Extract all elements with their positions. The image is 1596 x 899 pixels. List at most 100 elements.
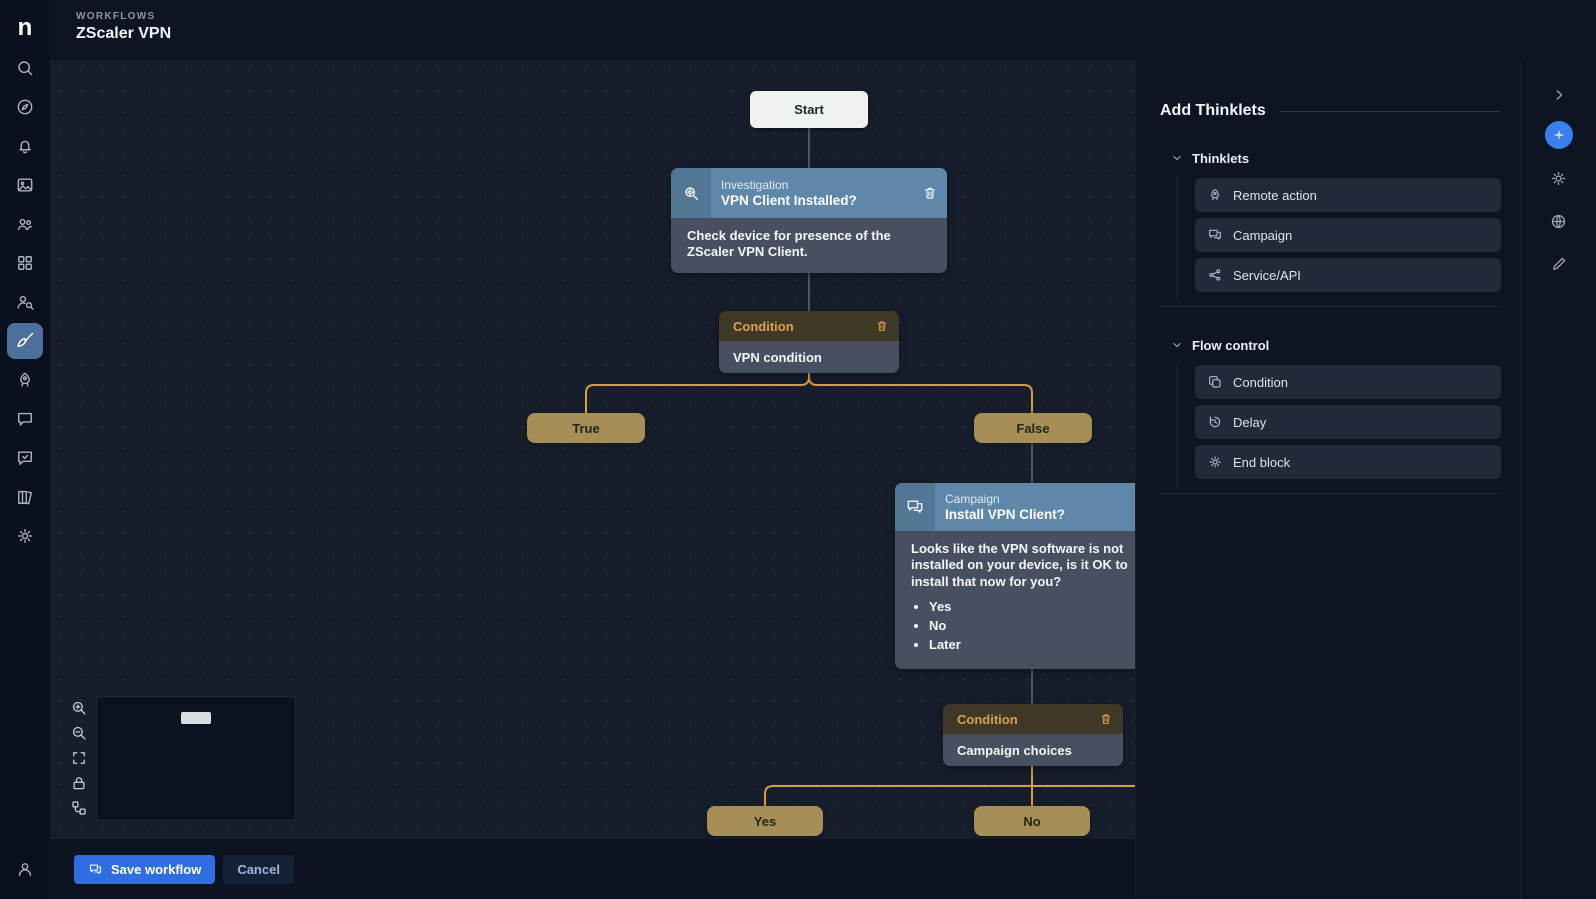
minimap-node bbox=[181, 712, 211, 724]
condition-label: VPN condition bbox=[719, 341, 899, 373]
rocket-icon[interactable] bbox=[7, 362, 43, 398]
add-thinklets-icon[interactable] bbox=[1544, 121, 1573, 149]
gear-icon[interactable] bbox=[7, 518, 43, 554]
node-type-label: Condition bbox=[957, 711, 1018, 727]
save-workflow-label: Save workflow bbox=[111, 861, 202, 877]
compass-icon[interactable] bbox=[7, 89, 43, 125]
thinklet-label: Campaign bbox=[1233, 227, 1293, 243]
tree-guide-line bbox=[1177, 363, 1178, 488]
thinklet-delay[interactable]: Delay bbox=[1195, 405, 1501, 439]
breadcrumb: WORKFLOWS bbox=[76, 11, 156, 22]
page-header: WORKFLOWS ZScaler VPN bbox=[50, 0, 1596, 60]
history-icon bbox=[1207, 414, 1223, 430]
gray-edges bbox=[808, 127, 1033, 705]
tree-guide-line bbox=[1177, 176, 1178, 301]
rocket-icon bbox=[1207, 187, 1223, 203]
section-thinklets: Thinklets Remote action Campaign Servic bbox=[1160, 148, 1501, 307]
cancel-button[interactable]: Cancel bbox=[223, 854, 294, 884]
cancel-label: Cancel bbox=[237, 861, 280, 877]
node-type-label: Investigation bbox=[721, 178, 789, 192]
section-label: Flow control bbox=[1192, 337, 1270, 353]
person-search-icon[interactable] bbox=[7, 284, 43, 320]
workflow-edges bbox=[585, 127, 1135, 807]
settings-icon[interactable] bbox=[1549, 169, 1568, 188]
node-title: Install VPN Client? bbox=[945, 507, 1066, 522]
bell-icon[interactable] bbox=[7, 128, 43, 164]
section-header-flow-control[interactable]: Flow control bbox=[1160, 335, 1500, 355]
library-icon[interactable] bbox=[7, 479, 43, 515]
branch-yes[interactable]: Yes bbox=[707, 806, 823, 836]
section-flow-control: Flow control Condition Delay End block bbox=[1160, 335, 1501, 494]
thinklet-condition[interactable]: Condition bbox=[1195, 365, 1501, 399]
thinklet-campaign[interactable]: Campaign bbox=[1195, 218, 1501, 252]
condition-label: Campaign choices bbox=[943, 734, 1123, 766]
thinklet-label: Delay bbox=[1233, 414, 1267, 430]
branch-no[interactable]: No bbox=[974, 806, 1090, 836]
survey-icon[interactable] bbox=[7, 440, 43, 476]
copy-icon bbox=[1207, 374, 1223, 390]
app-logo[interactable]: n bbox=[17, 14, 33, 41]
thinklet-label: Condition bbox=[1233, 374, 1288, 390]
minimap[interactable] bbox=[97, 697, 295, 820]
thinklet-remote-action[interactable]: Remote action bbox=[1195, 178, 1501, 212]
trash-icon[interactable] bbox=[913, 168, 947, 218]
chat-icon[interactable] bbox=[7, 401, 43, 437]
workflow-icon bbox=[88, 862, 103, 877]
node-title: VPN Client Installed? bbox=[721, 193, 857, 208]
edit-icon[interactable] bbox=[1550, 255, 1568, 273]
integrations-icon[interactable] bbox=[1549, 212, 1568, 231]
orange-edges bbox=[585, 372, 1135, 807]
branch-true[interactable]: True bbox=[527, 413, 645, 443]
section-header-thinklets[interactable]: Thinklets bbox=[1160, 148, 1500, 168]
divider bbox=[1160, 493, 1500, 494]
campaign-options: Yes No Later bbox=[911, 599, 1135, 654]
chevron-down-icon bbox=[1170, 338, 1184, 352]
fit-view-icon[interactable] bbox=[70, 749, 88, 767]
node-type-label: Condition bbox=[733, 318, 794, 334]
zoom-in-icon[interactable] bbox=[70, 699, 88, 717]
thinklet-label: End block bbox=[1233, 454, 1291, 470]
search-icon[interactable] bbox=[7, 50, 43, 86]
image-icon[interactable] bbox=[7, 167, 43, 203]
condition-node-vpn[interactable]: Condition VPN condition bbox=[719, 311, 899, 373]
campaign-icon bbox=[1207, 227, 1223, 243]
section-label: Thinklets bbox=[1192, 150, 1250, 166]
thinklet-end-block[interactable]: End block bbox=[1195, 445, 1501, 479]
start-node[interactable]: Start bbox=[750, 91, 868, 128]
divider bbox=[1279, 110, 1500, 112]
lock-icon[interactable] bbox=[70, 774, 88, 792]
collapse-panel-icon[interactable] bbox=[1550, 86, 1568, 104]
workflows-icon[interactable] bbox=[7, 322, 43, 359]
gear-icon bbox=[1207, 454, 1223, 470]
investigation-icon bbox=[671, 168, 711, 218]
trash-icon[interactable] bbox=[1099, 712, 1113, 726]
node-type-label: Campaign bbox=[945, 492, 1000, 506]
user-icon[interactable] bbox=[7, 851, 43, 887]
thinklet-service-api[interactable]: Service/API bbox=[1195, 258, 1501, 292]
chevron-down-icon bbox=[1170, 151, 1184, 165]
campaign-option: Later bbox=[929, 637, 1135, 653]
branch-false[interactable]: False bbox=[974, 413, 1092, 443]
node-description: Looks like the VPN software is not insta… bbox=[911, 541, 1128, 589]
canvas-controls bbox=[70, 699, 88, 817]
node-description: Check device for presence of the ZScaler… bbox=[671, 218, 947, 273]
action-bar: Save workflow Cancel bbox=[50, 839, 1135, 899]
thinklet-label: Remote action bbox=[1233, 187, 1317, 203]
save-workflow-button[interactable]: Save workflow bbox=[74, 854, 216, 884]
campaign-node[interactable]: Campaign Install VPN Client? Looks like … bbox=[895, 483, 1135, 669]
apps-grid-icon[interactable] bbox=[7, 245, 43, 281]
investigation-node[interactable]: Investigation VPN Client Installed? Chec… bbox=[671, 168, 947, 273]
auto-layout-icon[interactable] bbox=[70, 799, 88, 817]
tools-strip bbox=[1520, 60, 1596, 899]
panel-title: Add Thinklets bbox=[1160, 102, 1266, 119]
campaign-option: No bbox=[929, 618, 1135, 634]
campaign-option: Yes bbox=[929, 599, 1135, 615]
add-thinklets-panel: Add Thinklets Thinklets Remote action Ca… bbox=[1135, 60, 1520, 899]
trash-icon[interactable] bbox=[875, 319, 889, 333]
condition-node-campaign[interactable]: Condition Campaign choices bbox=[943, 704, 1123, 766]
campaign-icon bbox=[895, 483, 935, 531]
zoom-out-icon[interactable] bbox=[70, 724, 88, 742]
divider bbox=[1160, 306, 1500, 307]
workflow-canvas[interactable]: Start Investigation VPN Client Installed… bbox=[50, 60, 1135, 839]
people-icon[interactable] bbox=[7, 206, 43, 242]
